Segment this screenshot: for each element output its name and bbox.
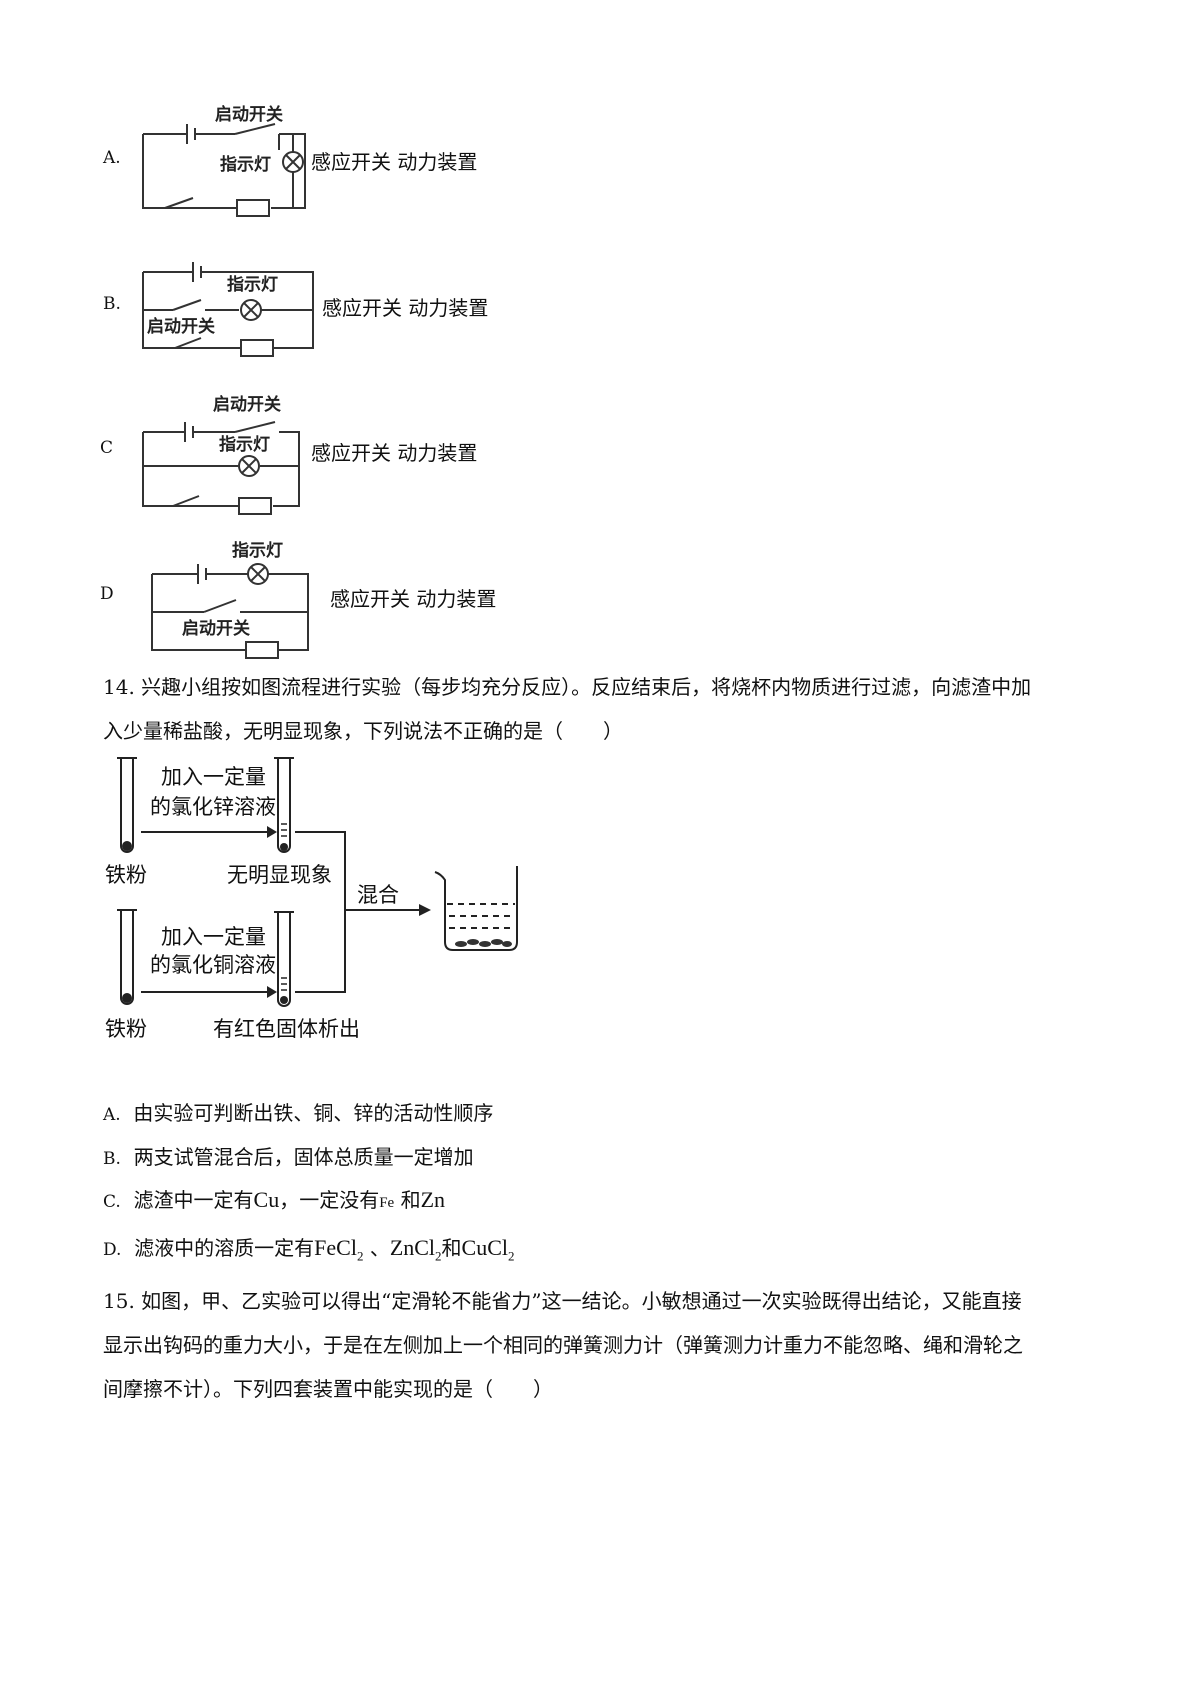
q14-option-a-letter: A. [103, 1105, 121, 1125]
top-add-line1: 加入一定量 [161, 765, 266, 789]
q15-stem-line2: 显示出钩码的重力大小，于是在左侧加上一个相同的弹簧测力计（弹簧测力计重力不能忽略… [103, 1333, 1023, 1357]
q14-option-d: D. 滤液中的溶质一定有FeCl2 、ZnCl2和CuCl2 [103, 1232, 515, 1264]
q14-option-d-sep: 、 [369, 1236, 390, 1260]
bottom-iron-powder-label: 铁粉 [105, 1017, 147, 1041]
q14-stem-line1: 14. 兴趣小组按如图流程进行实验（每步均充分反应）。反应结束后，将烧杯内物质进… [103, 675, 1032, 699]
bottom-add-line2: 的氯化铜溶液 [150, 953, 276, 977]
start-switch-label: 启动开关 [213, 394, 281, 415]
formula-zncl2: ZnCl2 [389, 1235, 442, 1264]
formula-zn: Zn [420, 1187, 446, 1212]
top-result-label: 无明显现象 [227, 863, 332, 887]
q14-option-a: A. 由实验可判断出铁、铜、锌的活动性顺序 [103, 1097, 493, 1126]
mix-label: 混合 [357, 883, 399, 907]
q14-experiment-flowchart: 加入一定量 的氯化锌溶液 铁粉 无明显现象 混合 加入一定量 的氯化铜溶液 铁粉… [105, 757, 518, 1041]
q14-option-c-and: 和 [400, 1188, 421, 1212]
q14-option-b-text: 两支试管混合后，固体总质量一定增加 [133, 1145, 474, 1169]
top-iron-powder-label: 铁粉 [105, 863, 147, 887]
option-d-letter: D [100, 584, 114, 604]
indicator-lamp-label: 指示灯 [232, 540, 283, 561]
option-c-letter: C [100, 438, 114, 458]
q14-option-b: B. 两支试管混合后，固体总质量一定增加 [103, 1141, 474, 1170]
q14-option-d-letter: D. [103, 1240, 122, 1260]
option-a-text: 感应开关 动力装置 [311, 150, 478, 174]
formula-cu: Cu [253, 1187, 280, 1212]
q14-option-d-pre: 滤液中的溶质一定有 [134, 1236, 315, 1260]
q14-option-c-mid: ，一定没有 [279, 1188, 380, 1212]
q15-stem-line1: 15. 如图，甲、乙实验可以得出“定滑轮不能省力”这一结论。小敏想通过一次实验既… [103, 1289, 1022, 1313]
top-add-line2: 的氯化锌溶液 [150, 795, 276, 819]
formula-fe: Fe [379, 1195, 395, 1211]
indicator-lamp-label: 指示灯 [220, 154, 271, 175]
option-b-letter: B. [103, 294, 121, 314]
circuit-diagram-c: 启动开关 指示灯 [142, 394, 300, 515]
formula-cucl2: CuCl2 [461, 1235, 515, 1264]
q14-option-c: C. 滤渣中一定有Cu，一定没有Fe 和Zn [103, 1184, 445, 1213]
formula-fecl2: FeCl2 [314, 1235, 364, 1264]
circuit-diagram-a: 启动开关 指示灯 [142, 104, 306, 217]
option-c-text: 感应开关 动力装置 [311, 441, 478, 465]
option-a-letter: A. [103, 148, 121, 168]
q14-option-d-and: 和 [441, 1236, 462, 1260]
circuit-diagram-d: 指示灯 启动开关 [151, 540, 309, 659]
start-switch-label: 启动开关 [215, 104, 283, 125]
start-switch-label: 启动开关 [182, 618, 250, 639]
bottom-add-line1: 加入一定量 [161, 925, 266, 949]
circuit-diagram-b: 指示灯 启动开关 [142, 262, 314, 357]
q14-stem-line2: 入少量稀盐酸，无明显现象，下列说法不正确的是（ ） [103, 719, 623, 743]
option-d-text: 感应开关 动力装置 [330, 587, 497, 611]
q14-option-c-pre: 滤渣中一定有 [133, 1188, 254, 1212]
q15-stem-line3: 间摩擦不计）。下列四套装置中能实现的是（ ） [103, 1377, 553, 1401]
q14-option-a-text: 由实验可判断出铁、铜、锌的活动性顺序 [133, 1101, 494, 1125]
indicator-lamp-label: 指示灯 [227, 274, 278, 295]
q14-option-b-letter: B. [103, 1149, 121, 1169]
option-b-text: 感应开关 动力装置 [322, 296, 489, 320]
q14-option-c-letter: C. [103, 1192, 121, 1212]
bottom-result-label: 有红色固体析出 [213, 1017, 360, 1041]
start-switch-label: 启动开关 [147, 316, 215, 337]
indicator-lamp-label: 指示灯 [219, 434, 270, 455]
